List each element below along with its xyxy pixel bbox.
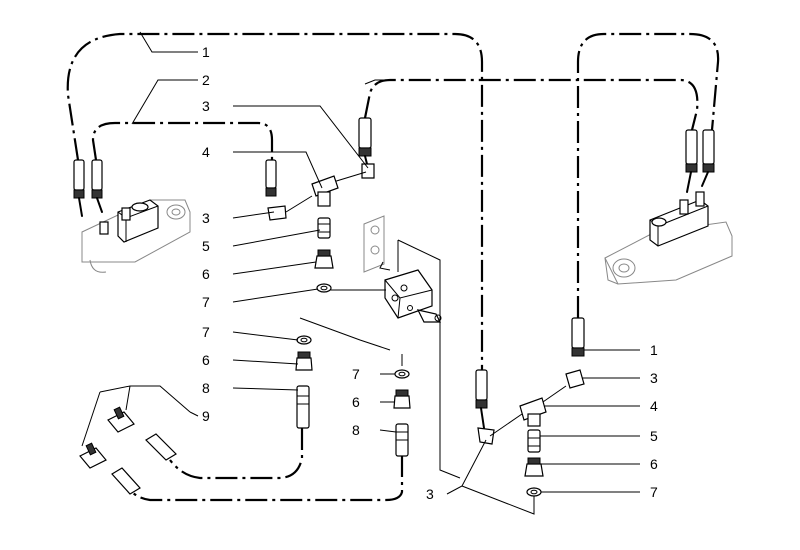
hose-8-left xyxy=(169,428,304,480)
right-tee-assembly xyxy=(461,317,585,515)
callout-center-6: 6 xyxy=(352,394,360,410)
callout-center-3: 3 xyxy=(426,486,434,502)
center-solenoid-valve xyxy=(299,215,461,479)
callout-left-8: 8 xyxy=(202,380,210,396)
hose-2-left xyxy=(91,121,274,161)
callout-left-6b: 6 xyxy=(202,352,210,368)
callout-right-4: 4 xyxy=(650,398,658,414)
quick-couplers xyxy=(79,385,191,495)
hose-1-right xyxy=(576,32,720,318)
left-lower-fitting-stack xyxy=(295,335,313,429)
callout-right-6: 6 xyxy=(650,456,658,472)
callout-left-3b: 3 xyxy=(202,210,210,226)
left-hose-end-fittings xyxy=(73,159,103,217)
callout-left-1: 1 xyxy=(202,44,210,60)
hose-2-right xyxy=(363,78,699,131)
hose-1-left xyxy=(66,32,484,370)
right-hose-end-fittings xyxy=(685,129,715,193)
left-tee-assembly xyxy=(265,117,375,293)
callout-right-5: 5 xyxy=(650,428,658,444)
callout-left-7a: 7 xyxy=(202,294,210,310)
callout-left-4: 4 xyxy=(202,144,210,160)
right-control-valve xyxy=(604,191,733,285)
callout-left-7b: 7 xyxy=(202,324,210,340)
callout-right-7: 7 xyxy=(650,484,658,500)
hose-8-center xyxy=(127,455,404,502)
leader-lines xyxy=(131,31,640,495)
callout-center-7: 7 xyxy=(352,366,360,382)
callout-right-3: 3 xyxy=(650,370,658,386)
callout-labels: 1 2 3 4 3 5 6 7 7 6 8 9 7 6 8 3 1 3 4 5 … xyxy=(202,44,658,502)
left-control-valve xyxy=(81,199,191,273)
center-lower-fitting-stack xyxy=(393,354,411,457)
callout-left-6a: 6 xyxy=(202,266,210,282)
callout-left-9: 9 xyxy=(202,408,210,424)
callout-left-2: 2 xyxy=(202,72,210,88)
callout-left-3a: 3 xyxy=(202,98,210,114)
callout-center-8: 8 xyxy=(352,422,360,438)
callout-left-5: 5 xyxy=(202,238,210,254)
callout-right-1: 1 xyxy=(650,342,658,358)
